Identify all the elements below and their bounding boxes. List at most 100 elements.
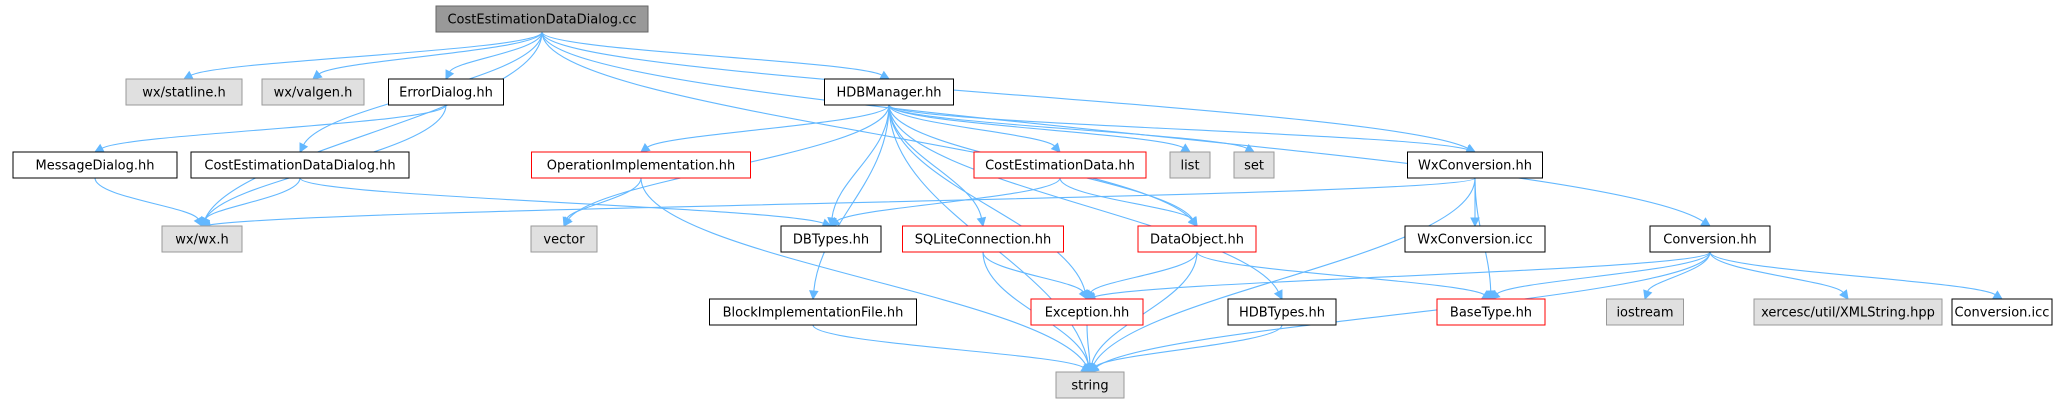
- edge-line: [1709, 251, 1844, 293]
- arrowhead-icon: [1490, 289, 1501, 300]
- node-box: [1407, 151, 1543, 179]
- edge-line: [640, 177, 1087, 366]
- edge-line: [541, 31, 883, 76]
- node-label: Conversion.icc: [1955, 306, 2050, 321]
- arrowhead-icon: [640, 143, 651, 153]
- node-label: DBTypes.hh: [793, 233, 869, 248]
- node-cedata[interactable]: CostEstimationData.hh: [973, 151, 1147, 179]
- node-box: [530, 225, 598, 253]
- node-box: [1951, 298, 2053, 326]
- arrowhead-icon: [562, 216, 572, 228]
- edge-cedata-to-dataobject: [1059, 177, 1198, 227]
- edge-root-to-wxwx: [201, 31, 543, 228]
- arrowhead-icon: [94, 143, 105, 153]
- node-exception[interactable]: Exception.hh: [1030, 298, 1144, 326]
- node-dbtypes[interactable]: DBTypes.hh: [780, 225, 882, 253]
- node-wxconv[interactable]: WxConversion.hh: [1407, 151, 1543, 179]
- node-box: [780, 225, 882, 253]
- edge-hdbtypes-to-string: [1089, 324, 1283, 373]
- edge-line: [1709, 251, 1996, 296]
- edge-dataobject-to-exception: [1086, 251, 1198, 300]
- node-dataobject[interactable]: DataObject.hh: [1137, 225, 1257, 253]
- arrowhead-icon: [193, 216, 203, 227]
- edge-cedata-to-dbtypes: [830, 177, 1061, 227]
- node-hdbtypes[interactable]: HDBTypes.hh: [1227, 298, 1337, 326]
- node-valgen[interactable]: wx/valgen.h: [261, 78, 365, 106]
- node-box: [1169, 151, 1211, 179]
- edge-line: [1095, 324, 1283, 367]
- edge-hdbmanager-to-hdbtypes: [888, 104, 1283, 300]
- node-label: HDBTypes.hh: [1239, 306, 1325, 321]
- node-label: xercesc/util/XMLString.hpp: [1761, 306, 1935, 321]
- edge-line: [647, 104, 890, 148]
- arrowhead-icon: [299, 142, 309, 153]
- node-blockimpl[interactable]: BlockImplementationFile.hh: [709, 298, 917, 326]
- node-box: [388, 78, 504, 106]
- node-box: [1233, 151, 1275, 179]
- edge-blockimpl-to-string: [812, 324, 1091, 373]
- node-basetype[interactable]: BaseType.hh: [1436, 298, 1546, 326]
- arrowhead-icon: [1273, 289, 1283, 300]
- edge-line: [541, 31, 1704, 223]
- edge-line: [205, 177, 301, 220]
- node-messagedialog[interactable]: MessageDialog.hh: [12, 151, 178, 179]
- edge-line: [812, 324, 1084, 368]
- node-set[interactable]: set: [1233, 151, 1275, 179]
- edge-sqlite-to-exception: [982, 251, 1088, 300]
- edge-line: [1094, 251, 1711, 298]
- node-label: Conversion.hh: [1663, 233, 1757, 248]
- node-sqlite[interactable]: SQLiteConnection.hh: [902, 225, 1064, 253]
- node-label: set: [1244, 159, 1264, 174]
- edge-hdbmanager-to-exception: [888, 104, 1090, 301]
- arrowhead-icon: [830, 216, 841, 227]
- node-box: [1404, 225, 1546, 253]
- node-label: WxConversion.icc: [1417, 233, 1532, 248]
- edge-conversion-to-basetype: [1490, 251, 1711, 300]
- node-iostream[interactable]: iostream: [1606, 298, 1684, 326]
- edge-line: [888, 104, 1468, 151]
- edge-conversion-to-exception: [1085, 251, 1711, 302]
- node-conversion_icc[interactable]: Conversion.icc: [1951, 298, 2053, 326]
- node-box: [1649, 225, 1771, 253]
- node-list[interactable]: list: [1169, 151, 1211, 179]
- node-label: CostEstimationData.hh: [985, 159, 1135, 174]
- edge-line: [1091, 251, 1198, 365]
- node-root[interactable]: CostEstimationDataDialog.cc: [435, 5, 649, 33]
- edge-line: [1059, 177, 1193, 220]
- arrowhead-icon: [809, 290, 819, 301]
- node-opimpl[interactable]: OperationImplementation.hh: [531, 151, 751, 179]
- edge-line: [1095, 251, 1711, 368]
- edge-root-to-hdbmanager: [541, 31, 890, 80]
- node-box: [1030, 298, 1144, 326]
- edge-line: [101, 104, 447, 149]
- node-string[interactable]: string: [1055, 371, 1125, 399]
- node-label: wx/valgen.h: [274, 86, 353, 101]
- edge-opimpl-to-string: [640, 177, 1091, 373]
- node-label: wx/statline.h: [142, 86, 225, 101]
- node-label: OperationImplementation.hh: [547, 159, 736, 174]
- arrowhead-icon: [445, 69, 455, 80]
- node-errordialog[interactable]: ErrorDialog.hh: [388, 78, 504, 106]
- node-cedd_hh[interactable]: CostEstimationDataDialog.hh: [190, 151, 410, 179]
- edge-line: [1647, 251, 1711, 292]
- arrowhead-icon: [1470, 217, 1480, 228]
- node-vector[interactable]: vector: [530, 225, 598, 253]
- edge-root-to-conversion: [541, 31, 1711, 227]
- node-hdbmanager[interactable]: HDBManager.hh: [824, 78, 954, 106]
- node-wxconv_icc[interactable]: WxConversion.icc: [1404, 225, 1546, 253]
- node-conversion[interactable]: Conversion.hh: [1649, 225, 1771, 253]
- edge-line: [94, 177, 199, 220]
- edge-hdbmanager-to-set: [888, 104, 1255, 153]
- edge-hdbmanager-to-opimpl: [640, 104, 890, 153]
- edge-line: [541, 31, 1469, 149]
- arrowhead-icon: [1643, 289, 1653, 301]
- node-box: [261, 78, 365, 106]
- node-xmlstring[interactable]: xercesc/util/XMLString.hpp: [1753, 298, 1943, 326]
- edge-line: [190, 31, 543, 76]
- node-box: [12, 151, 178, 179]
- node-box: [1606, 298, 1684, 326]
- arrowhead-icon: [1839, 289, 1849, 300]
- node-statline[interactable]: wx/statline.h: [125, 78, 243, 106]
- node-wxwx[interactable]: wx/wx.h: [161, 225, 243, 253]
